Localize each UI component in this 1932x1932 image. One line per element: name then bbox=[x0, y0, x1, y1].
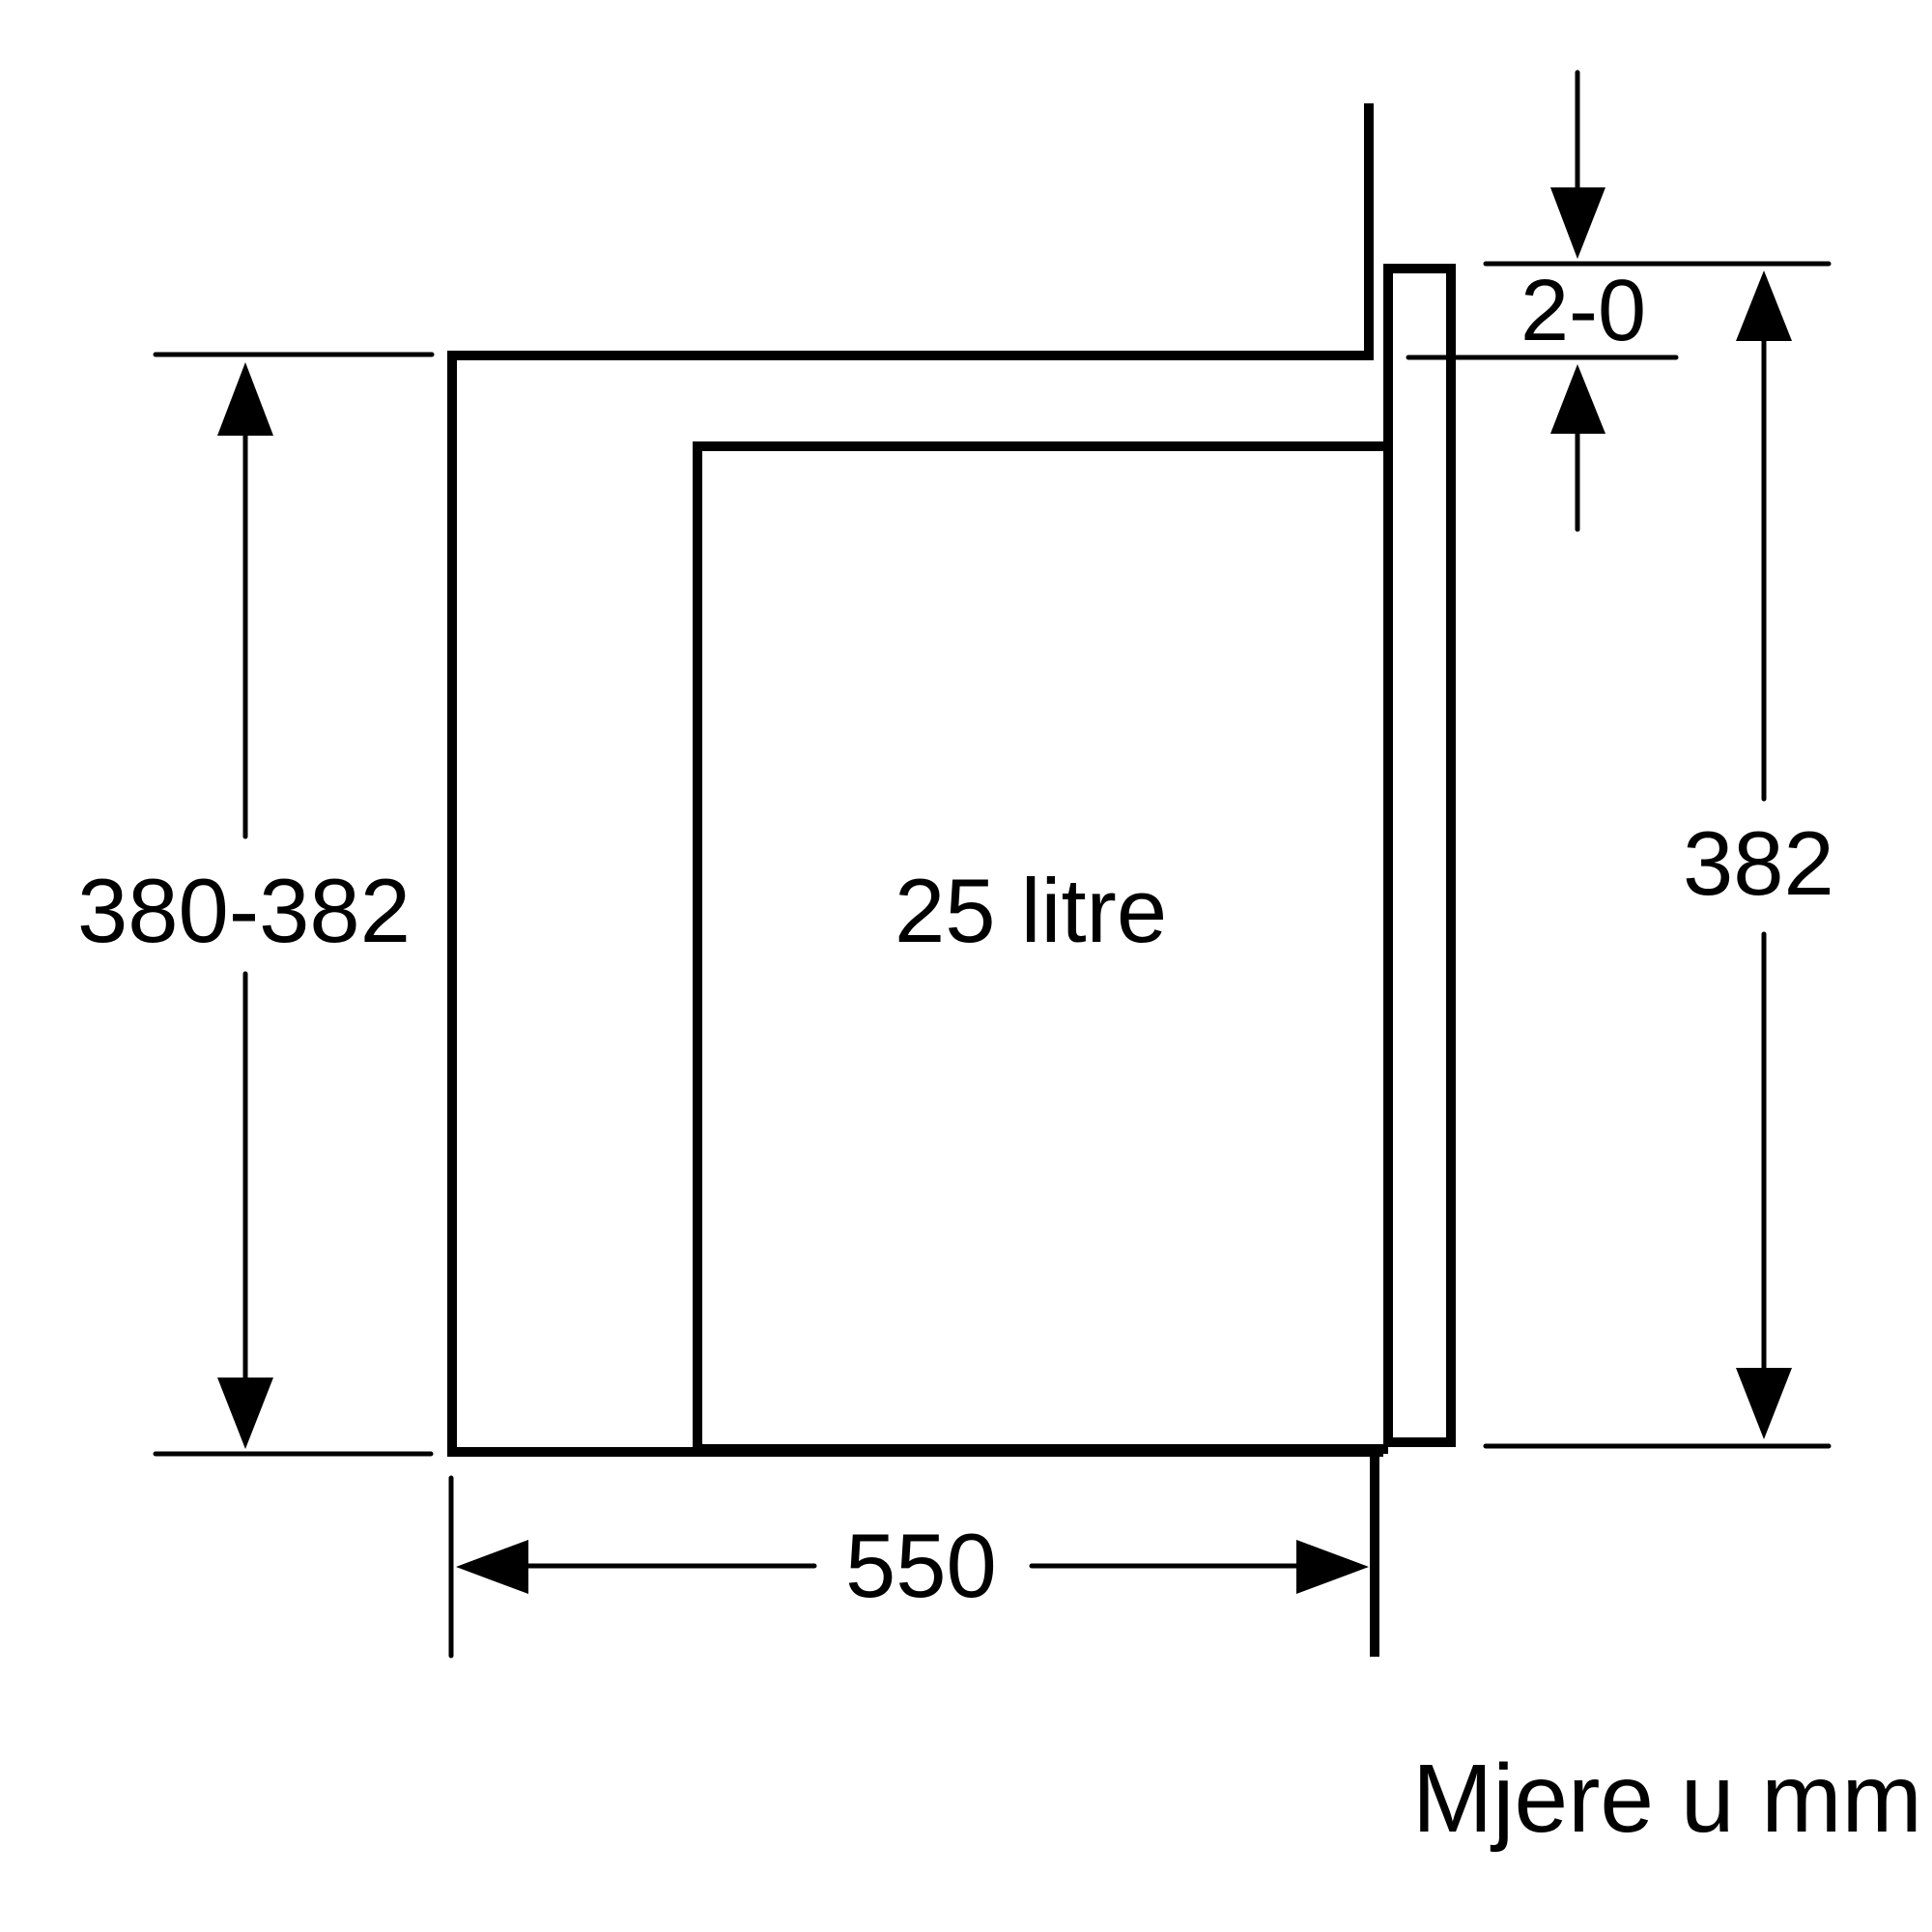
arrow-left-icon bbox=[456, 1540, 528, 1594]
niche-height-dimension bbox=[153, 352, 435, 1457]
depth-label: 550 bbox=[845, 1515, 997, 1616]
cabinet-niche bbox=[447, 103, 1383, 1457]
arrow-up-icon bbox=[217, 362, 273, 436]
arrow-down-icon bbox=[1736, 1368, 1792, 1439]
depth-dimension bbox=[456, 1540, 1369, 1594]
volume-label: 25 litre bbox=[895, 860, 1168, 961]
appliance-height-dimension bbox=[1483, 261, 1832, 1449]
appliance-height-label: 382 bbox=[1683, 812, 1834, 914]
appliance-body bbox=[693, 441, 1388, 1454]
gap-dimension bbox=[1406, 70, 1679, 532]
appliance-door bbox=[1383, 264, 1456, 1447]
units-note: Mjere u mm bbox=[1412, 1745, 1922, 1853]
arrow-down-icon bbox=[217, 1378, 273, 1449]
arrow-up-icon bbox=[1736, 270, 1792, 341]
gap-label: 2-0 bbox=[1520, 263, 1647, 359]
arrow-down-icon bbox=[1550, 187, 1605, 259]
niche-height-label: 380-382 bbox=[77, 860, 411, 961]
arrow-up-icon bbox=[1550, 364, 1605, 434]
arrow-right-icon bbox=[1296, 1540, 1369, 1594]
